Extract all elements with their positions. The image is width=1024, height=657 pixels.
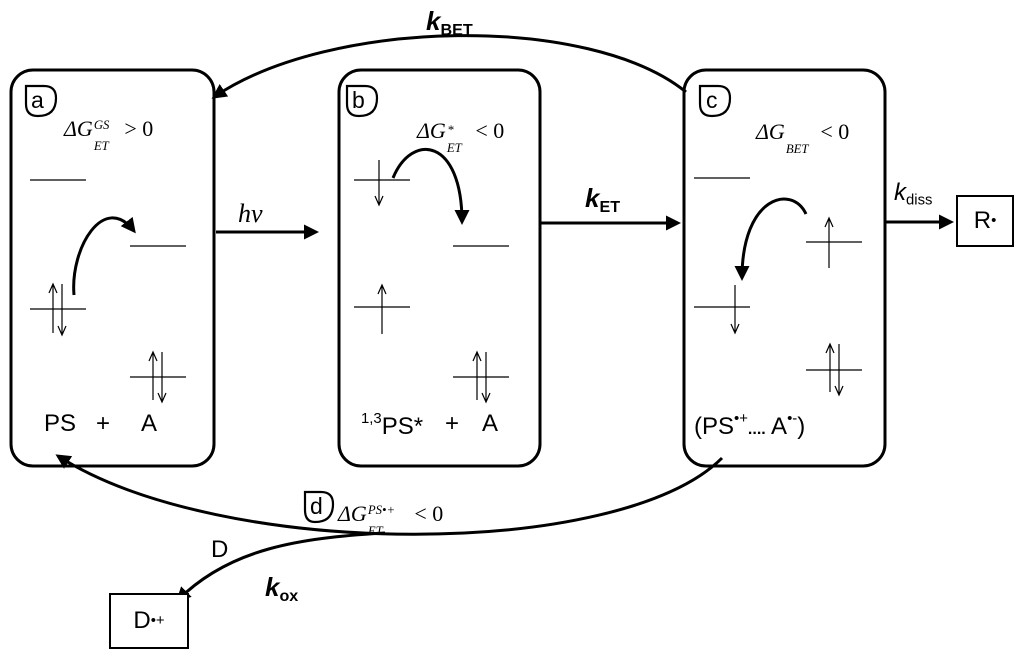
electron-transfer-arrow [72,216,136,296]
species-a-ps: PS [44,410,77,437]
panel-c-orbitals [694,177,862,397]
species-c-radical-pair: (PS•+.... A•-) [694,411,806,441]
panel-b-orbitals [354,160,509,404]
spin-down-arrow [57,284,67,337]
species-a-acceptor: A [141,410,158,437]
species-b-acceptor: A [482,410,499,437]
spin-up-arrow [472,350,482,400]
k-ox-arrow [175,531,386,603]
badge-d-shape [303,490,335,524]
species-b-ps: 1,3PS* [361,411,424,441]
badge-b-label: b [352,87,365,113]
badge-c-label: c [706,87,718,113]
badge-c-shape [698,84,732,118]
electron-transfer-arrow [391,148,470,225]
spin-down-arrow [730,285,740,335]
k-bet-arrow [211,34,687,99]
spin-up-arrow [825,342,835,392]
species-b-plus: + [445,410,460,437]
hv-label: hν [238,199,263,228]
donor-label: D [211,536,229,563]
return-arrow [55,454,724,536]
spin-down-arrow [481,352,491,404]
radical-product-box: R• [956,195,1014,247]
spin-down-arrow [834,344,844,397]
badge-d-label: d [310,493,323,519]
badge-a-shape [24,84,58,118]
panel-c [682,68,887,468]
badge-a-label: a [31,87,44,113]
panel-b [337,68,542,468]
badge-b-shape [345,84,379,118]
spin-down-arrow [157,352,167,404]
energy-b: ΔG*ET < 0 [417,118,505,155]
k-diss-label: kdiss [894,179,933,209]
spin-up-arrow [148,350,158,400]
k-et-label: kET [585,183,621,216]
spin-up-arrow [377,283,387,334]
panel-a [9,68,216,468]
donor-cation-box: D•+ [109,593,189,649]
k-ox-label: kox [265,572,299,605]
back-electron-transfer-arrow [734,197,808,281]
k-bet-label: kBET [426,6,473,39]
spin-up-arrow [824,216,834,268]
panel-a-orbitals [30,179,186,404]
spin-up-arrow [48,282,58,333]
species-a-plus: + [96,410,111,437]
spin-down-arrow [374,160,384,207]
